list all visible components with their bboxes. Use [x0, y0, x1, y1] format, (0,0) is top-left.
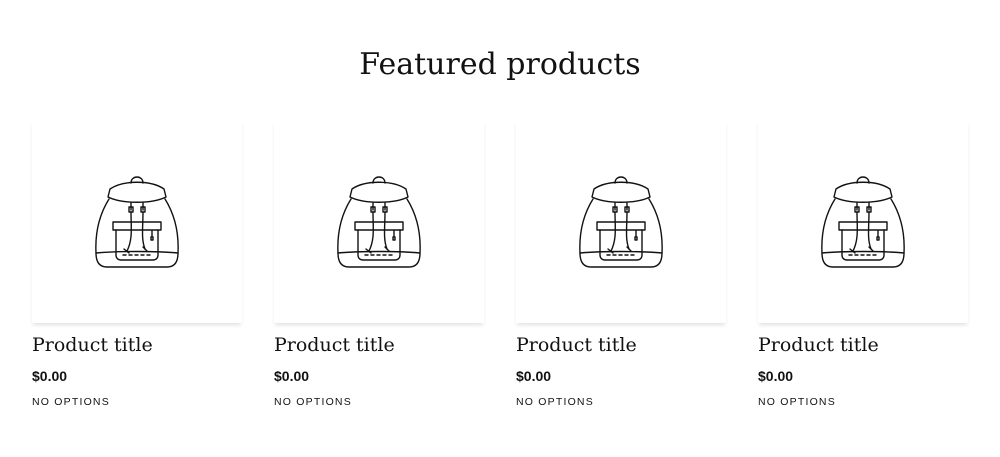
product-image[interactable]: [758, 120, 968, 323]
product-title[interactable]: Product title: [274, 334, 395, 356]
product-options: NO OPTIONS: [758, 396, 836, 408]
section-title: Featured products: [359, 47, 641, 82]
product-price: $0.00: [274, 368, 310, 384]
product-grid: Product title $0.00 NO OPTIONS: [32, 120, 968, 420]
backpack-icon: [337, 175, 421, 268]
backpack-icon: [579, 175, 663, 268]
product-title[interactable]: Product title: [516, 334, 637, 356]
product-card[interactable]: Product title $0.00 NO OPTIONS: [516, 120, 726, 420]
product-image[interactable]: [516, 120, 726, 323]
product-card[interactable]: Product title $0.00 NO OPTIONS: [32, 120, 242, 420]
product-price: $0.00: [758, 368, 794, 384]
product-card[interactable]: Product title $0.00 NO OPTIONS: [758, 120, 968, 420]
product-options: NO OPTIONS: [274, 396, 352, 408]
product-options: NO OPTIONS: [516, 396, 594, 408]
product-options: NO OPTIONS: [32, 396, 110, 408]
product-title[interactable]: Product title: [32, 334, 153, 356]
backpack-icon: [95, 175, 179, 268]
product-image[interactable]: [32, 120, 242, 323]
product-price: $0.00: [516, 368, 552, 384]
product-title[interactable]: Product title: [758, 334, 879, 356]
product-card[interactable]: Product title $0.00 NO OPTIONS: [274, 120, 484, 420]
backpack-icon: [821, 175, 905, 268]
product-image[interactable]: [274, 120, 484, 323]
product-price: $0.00: [32, 368, 68, 384]
